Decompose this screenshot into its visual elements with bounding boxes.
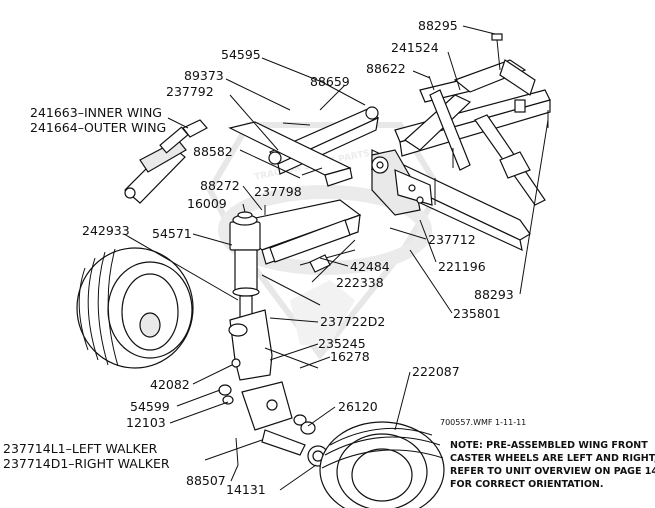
label-outer-wing: 241664–OUTER WING xyxy=(30,120,166,135)
label-54571: 54571 xyxy=(152,226,192,241)
label-89373: 89373 xyxy=(184,68,224,83)
note-line-2: CASTER WHEELS ARE LEFT AND RIGHT, xyxy=(450,453,655,464)
label-88582: 88582 xyxy=(193,144,233,159)
label-88295: 88295 xyxy=(418,18,458,33)
leader-lines xyxy=(123,25,549,491)
note-line-3: REFER TO UNIT OVERVIEW ON PAGE 14 xyxy=(450,466,655,477)
label-235245: 235245 xyxy=(318,336,366,351)
orientation-note: NOTE: PRE-ASSEMBLED WING FRONT CASTER WH… xyxy=(450,440,655,490)
label-235801: 235801 xyxy=(453,306,501,321)
lift-arm xyxy=(230,199,362,273)
note-line-4: FOR CORRECT ORIENTATION. xyxy=(450,479,604,490)
label-237798: 237798 xyxy=(254,184,302,199)
label-241524: 241524 xyxy=(391,40,439,55)
label-222087: 222087 xyxy=(412,364,460,379)
frame-assembly xyxy=(371,59,551,252)
label-16009: 16009 xyxy=(187,196,227,211)
label-88659: 88659 xyxy=(310,74,350,89)
upper-arms xyxy=(228,81,379,187)
label-88507: 88507 xyxy=(186,473,226,488)
label-54599: 54599 xyxy=(130,399,170,414)
label-left-walker: 237714L1–LEFT WALKER xyxy=(3,441,158,456)
bolts xyxy=(235,33,549,466)
lower-wheel xyxy=(319,421,445,508)
upper-wheel xyxy=(76,247,194,369)
label-14131: 14131 xyxy=(226,482,266,497)
label-88293: 88293 xyxy=(474,287,514,302)
label-88622: 88622 xyxy=(366,61,406,76)
hydraulic-cylinder xyxy=(124,119,208,204)
label-42484: 42484 xyxy=(350,259,390,274)
label-54595: 54595 xyxy=(221,47,261,62)
note-line-1: NOTE: PRE-ASSEMBLED WING FRONT xyxy=(450,440,648,451)
label-237722D2: 237722D2 xyxy=(320,314,385,329)
label-right-walker: 237714D1–RIGHT WALKER xyxy=(3,456,170,471)
label-12103: 12103 xyxy=(126,415,166,430)
caster-spindle xyxy=(218,211,329,467)
label-242933: 242933 xyxy=(82,223,130,238)
label-42082: 42082 xyxy=(150,377,190,392)
label-26120: 26120 xyxy=(338,399,378,414)
label-222338: 222338 xyxy=(336,275,384,290)
drawing-id: 700557.WMF 1-11-11 xyxy=(440,418,526,427)
label-16278: 16278 xyxy=(330,349,370,364)
label-inner-wing: 241663–INNER WING xyxy=(30,105,162,120)
label-237792: 237792 xyxy=(166,84,214,99)
label-88272: 88272 xyxy=(200,178,240,193)
label-221196: 221196 xyxy=(438,259,486,274)
label-237712: 237712 xyxy=(428,232,476,247)
